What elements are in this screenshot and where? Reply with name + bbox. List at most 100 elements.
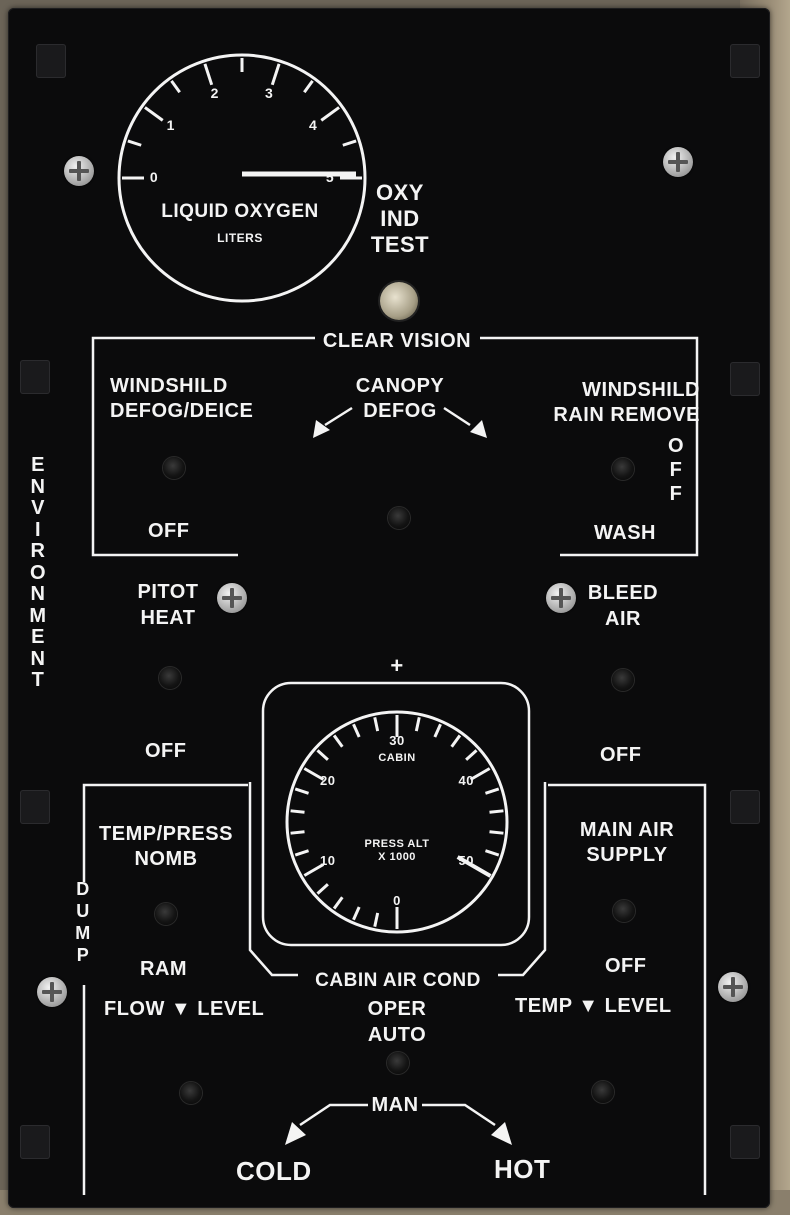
oper-auto-label: OPER AUTO: [367, 998, 427, 1046]
cabin-air-cond-title: CABIN AIR COND: [298, 970, 498, 992]
cabin-altitude-needle: [456, 855, 492, 878]
temp-level-label: TEMP ▼ LEVEL: [515, 995, 672, 1017]
ram-label: RAM: [140, 958, 188, 980]
oxygen-tick: [303, 80, 314, 94]
oxygen-tick: [203, 63, 214, 86]
canopy-defog-label: CANOPY DEFOG: [355, 375, 445, 422]
cabin-tick: [290, 809, 305, 814]
cabin-tick-label: 50: [458, 853, 475, 869]
cabin-tick: [294, 787, 310, 795]
screw-icon: [718, 972, 748, 1002]
cabin-tick-label: 40: [458, 773, 475, 789]
cabin-tick: [316, 749, 329, 761]
mount-clip-bottom-right: [730, 1125, 760, 1159]
man-label: MAN: [371, 1094, 419, 1116]
cabin-tick: [489, 830, 504, 835]
cabin-tick: [316, 883, 329, 895]
windshield-defog-switch[interactable]: [163, 457, 185, 479]
cabin-tick: [433, 723, 442, 738]
cabin-tick: [352, 906, 361, 921]
oxy-ind-test-button[interactable]: [380, 282, 418, 320]
cabin-tick: [303, 863, 325, 877]
cabin-tick-label: 20: [319, 773, 336, 789]
flow-level-label: FLOW ▼ LEVEL: [104, 998, 265, 1020]
bleed-air-label: BLEED AIR: [587, 582, 659, 630]
main-air-off-label: OFF: [605, 955, 647, 977]
cabin-tick: [290, 830, 305, 835]
cabin-tick: [332, 896, 344, 910]
pitot-heat-label: PITOT HEAT: [137, 581, 199, 629]
wash-label: WASH: [594, 522, 656, 544]
screw-icon: [546, 583, 576, 613]
mount-clip-mid-right: [730, 362, 760, 396]
liquid-oxygen-gauge: [117, 53, 367, 303]
cabin-tick: [484, 849, 500, 857]
oxygen-tick: [320, 106, 340, 122]
canopy-defog-switch[interactable]: [388, 507, 410, 529]
cabin-air-cond-switch[interactable]: [387, 1052, 409, 1074]
pitot-heat-switch[interactable]: [159, 667, 181, 689]
mount-clip-top-left: [36, 44, 66, 78]
cabin-tick: [469, 767, 491, 781]
main-air-supply-switch[interactable]: [613, 900, 635, 922]
oxygen-gauge-title: LIQUID OXYGEN: [161, 201, 319, 222]
mount-clip-bottom-left: [20, 1125, 50, 1159]
cabin-tick-label: 10: [319, 853, 336, 869]
cabin-tick: [484, 787, 500, 795]
screw-icon: [37, 977, 67, 1007]
bleed-air-switch[interactable]: [612, 669, 634, 691]
cabin-tick: [414, 717, 421, 732]
oxygen-tick-label: 1: [166, 116, 175, 133]
cabin-tick: [294, 849, 310, 857]
rain-remove-switch[interactable]: [612, 458, 634, 480]
mount-clip-low-left: [20, 790, 50, 824]
screw-icon: [217, 583, 247, 613]
oxygen-gauge-unit: LITERS: [217, 231, 263, 245]
cabin-tick-label: 0: [393, 893, 401, 909]
mount-clip-mid-left: [20, 360, 50, 394]
mount-clip-low-right: [730, 790, 760, 824]
oxygen-tick-label: 0: [149, 168, 159, 185]
plus-mark: +: [390, 653, 404, 678]
cabin-tick: [373, 717, 380, 732]
cabin-tick: [489, 809, 504, 814]
oxygen-tick-label: 3: [265, 84, 274, 101]
temp-level-knob[interactable]: [592, 1081, 614, 1103]
oxy-ind-test-label: OXY IND TEST: [370, 180, 430, 257]
cabin-gauge-cabin: CABIN: [378, 752, 416, 764]
windshield-rain-remove-label: WINDSHILD RAIN REMOVE: [553, 379, 700, 426]
pitot-off-label: OFF: [145, 740, 187, 762]
main-air-supply-label: MAIN AIR SUPPLY: [579, 819, 675, 866]
oxygen-tick: [270, 63, 281, 86]
temp-press-label: TEMP/PRESS NOMB: [99, 823, 233, 870]
cabin-tick-label: 30: [389, 733, 405, 749]
cold-label: COLD: [236, 1156, 312, 1186]
oxygen-tick: [127, 139, 142, 147]
flow-level-knob[interactable]: [180, 1082, 202, 1104]
cabin-tick: [450, 734, 462, 748]
oxygen-tick: [342, 139, 357, 147]
cabin-gauge-press-alt: PRESS ALT X 1000: [364, 838, 430, 863]
cabin-tick: [465, 749, 478, 761]
cabin-altitude-gauge: [285, 710, 509, 934]
screw-icon: [663, 147, 693, 177]
cabin-tick: [332, 734, 344, 748]
oxygen-tick-label: 4: [309, 116, 318, 133]
oxygen-tick-label: 2: [210, 84, 219, 101]
cabin-tick: [352, 723, 361, 738]
oxygen-tick: [144, 106, 164, 122]
cabin-tick: [303, 767, 325, 781]
temp-press-switch[interactable]: [155, 903, 177, 925]
cabin-tick: [373, 912, 380, 927]
mount-clip-top-right: [730, 44, 760, 78]
clear-vision-title: CLEAR VISION: [322, 330, 472, 352]
windshield-defog-deice-label: WINDSHILD DEFOG/DEICE: [110, 375, 254, 422]
oxygen-tick-label: 5: [325, 168, 335, 185]
hot-label: HOT: [494, 1154, 551, 1184]
bleed-off-label: OFF: [600, 744, 642, 766]
